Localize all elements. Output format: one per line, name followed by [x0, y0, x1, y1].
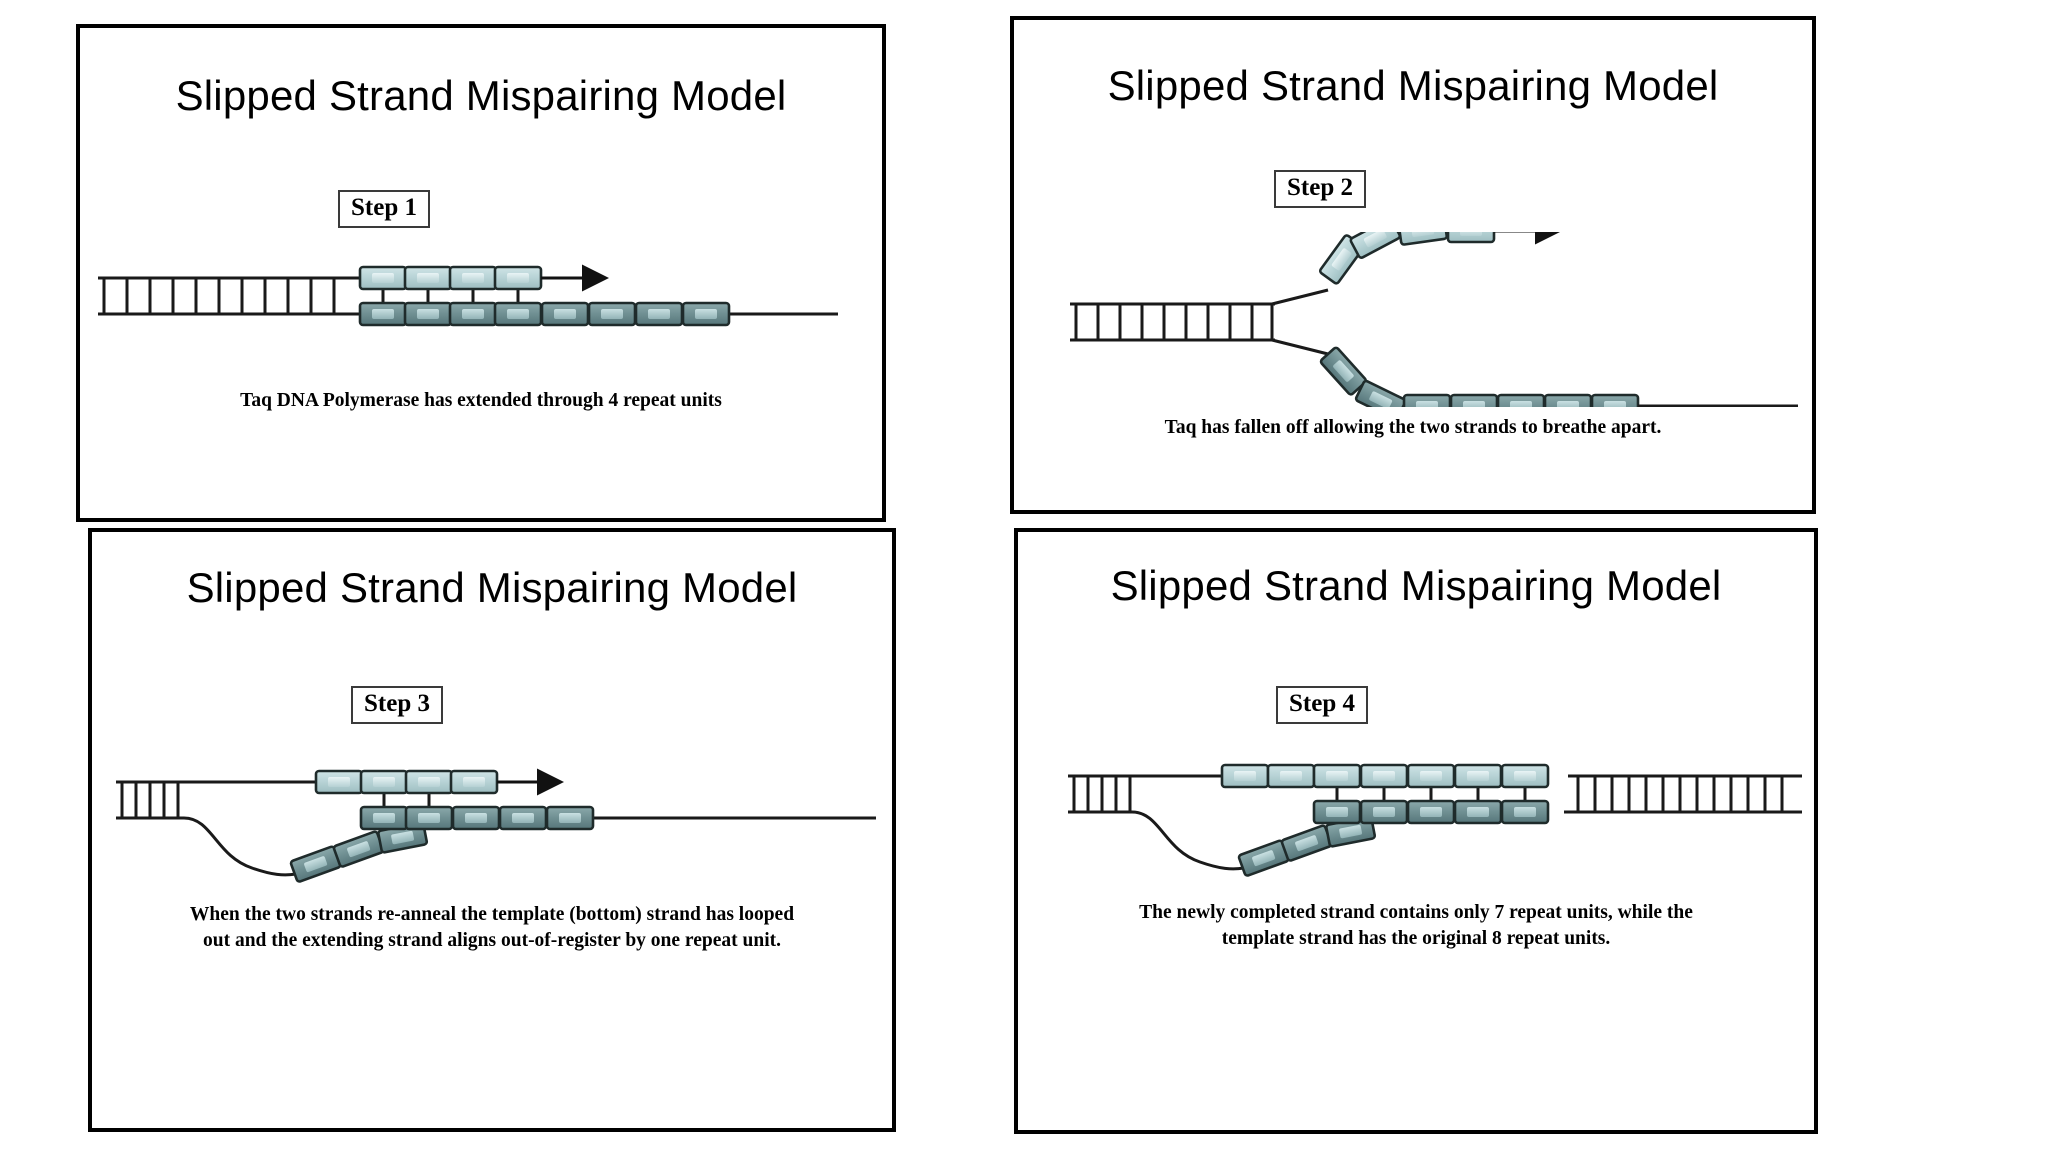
panel-step-1: Slipped Strand Mispairing Model Step 1: [76, 24, 886, 522]
panel-caption: When the two strands re-anneal the templ…: [92, 902, 892, 953]
panel-step-4: Slipped Strand Mispairing Model Step 4: [1014, 528, 1818, 1134]
caption-line: The newly completed strand contains only…: [1139, 902, 1693, 923]
template-strand-repeat-boxes: [1237, 799, 1550, 877]
ladder-rungs-left: [1074, 304, 1274, 340]
diagram-step-2: [1070, 232, 1798, 407]
caption-line: out and the extending strand aligns out-…: [203, 929, 781, 951]
page-title: Slipped Strand Mispairing Model: [1110, 562, 1722, 609]
panel-step-2: Slipped Strand Mispairing Model Step 2: [1010, 16, 1816, 514]
ladder-rungs-left: [120, 782, 180, 818]
diagram-step-4: [1068, 763, 1802, 877]
nascent-strand-repeat-boxes: [1318, 232, 1496, 285]
ladder-rungs-left: [1072, 776, 1132, 812]
nascent-strand-repeat-boxes: [1220, 763, 1550, 789]
diagram-step-3: [116, 768, 876, 883]
template-strand-repeat-boxes: [1319, 346, 1798, 407]
step-badge: Step 3: [351, 686, 443, 725]
template-strand-repeat-boxes: [358, 301, 731, 327]
nascent-strand-repeat-boxes: [314, 769, 499, 795]
strand-backbones: [1070, 288, 1329, 356]
page-title: Slipped Strand Mispairing Model: [1107, 62, 1719, 109]
template-strand-repeat-boxes: [289, 805, 595, 883]
page-title: Slipped Strand Mispairing Model: [175, 72, 787, 119]
diagram-step-1: [98, 264, 838, 327]
panel-step-3: Slipped Strand Mispairing Model Step 3: [88, 528, 896, 1132]
caption-line: When the two strands re-anneal the templ…: [189, 904, 795, 925]
nascent-strand-repeat-boxes: [358, 265, 543, 291]
panel-caption: The newly completed strand contains only…: [1018, 900, 1814, 951]
caption-line: Taq DNA Polymerase has extended through …: [240, 390, 722, 411]
step-badge: Step 4: [1276, 686, 1368, 725]
panel-caption: Taq DNA Polymerase has extended through …: [80, 388, 882, 414]
step-badge: Step 1: [338, 190, 430, 229]
ladder-rungs-right: [1576, 776, 1784, 812]
caption-line: template strand has the original 8 repea…: [1221, 927, 1611, 949]
caption-line: Taq has fallen off allowing the two stra…: [1164, 417, 1662, 438]
strand-backbones: [1068, 774, 1802, 871]
step-badge: Step 2: [1274, 170, 1366, 209]
ladder-rungs-left: [102, 278, 336, 314]
panel-caption: Taq has fallen off allowing the two stra…: [1014, 415, 1812, 441]
page-title: Slipped Strand Mispairing Model: [186, 564, 798, 611]
